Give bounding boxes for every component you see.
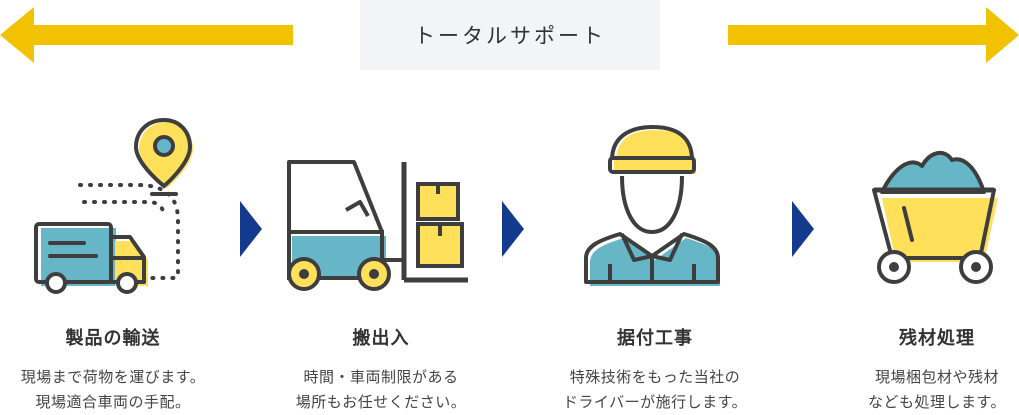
- mine-cart-icon: [872, 150, 998, 284]
- worker-icon: [584, 124, 720, 286]
- step-title: 製品の輸送: [65, 328, 161, 349]
- banner-label: トータルサポート: [360, 0, 660, 70]
- chevron-right-icon: [240, 201, 262, 257]
- step-title: 残材処理: [899, 328, 975, 349]
- step-installation: 据付工事 特殊技術をもった当社の ドライバーが施行します。: [530, 110, 780, 411]
- step-description-line: 場所もお任せください。: [295, 393, 467, 411]
- step-description-line: 時間・車両制限がある: [303, 368, 459, 386]
- step-transport: 製品の輸送 現場まで荷物を運びます。 現場適合車両の手配。: [0, 110, 238, 411]
- chevron-right-icon: [502, 201, 524, 257]
- step-description-line: 現場梱包材や残材: [874, 368, 999, 386]
- step-title: 搬出入: [352, 328, 410, 349]
- delivery-truck-icon: [34, 117, 193, 294]
- step-description: 時間・車両制限がある 場所もお任せください。: [256, 365, 506, 415]
- step-description: 現場梱包材や残材 なども処理します。: [812, 365, 1019, 415]
- step-waste-disposal: 残材処理 現場梱包材や残材 なども処理します。: [812, 110, 1019, 411]
- chevron-right-icon: [792, 201, 814, 257]
- step-description-line: なども処理します。: [867, 393, 1006, 411]
- step-description: 現場まで荷物を運びます。 現場適合車両の手配。: [0, 365, 238, 415]
- step-title: 据付工事: [617, 328, 693, 349]
- total-support-banner: トータルサポート: [0, 0, 1019, 70]
- step-description-line: ドライバーが施行します。: [562, 393, 748, 411]
- arrow-left-icon: [0, 7, 293, 63]
- forklift-icon: [287, 160, 468, 291]
- arrow-right-icon: [728, 7, 1019, 63]
- step-description-line: 特殊技術をもった当社の: [569, 368, 741, 386]
- step-description: 特殊技術をもった当社の ドライバーが施行します。: [530, 365, 780, 415]
- step-description-line: 現場適合車両の手配。: [35, 393, 191, 411]
- step-forklift: 搬出入 時間・車両制限がある 場所もお任せください。: [256, 110, 506, 411]
- step-description-line: 現場まで荷物を運びます。: [20, 368, 206, 386]
